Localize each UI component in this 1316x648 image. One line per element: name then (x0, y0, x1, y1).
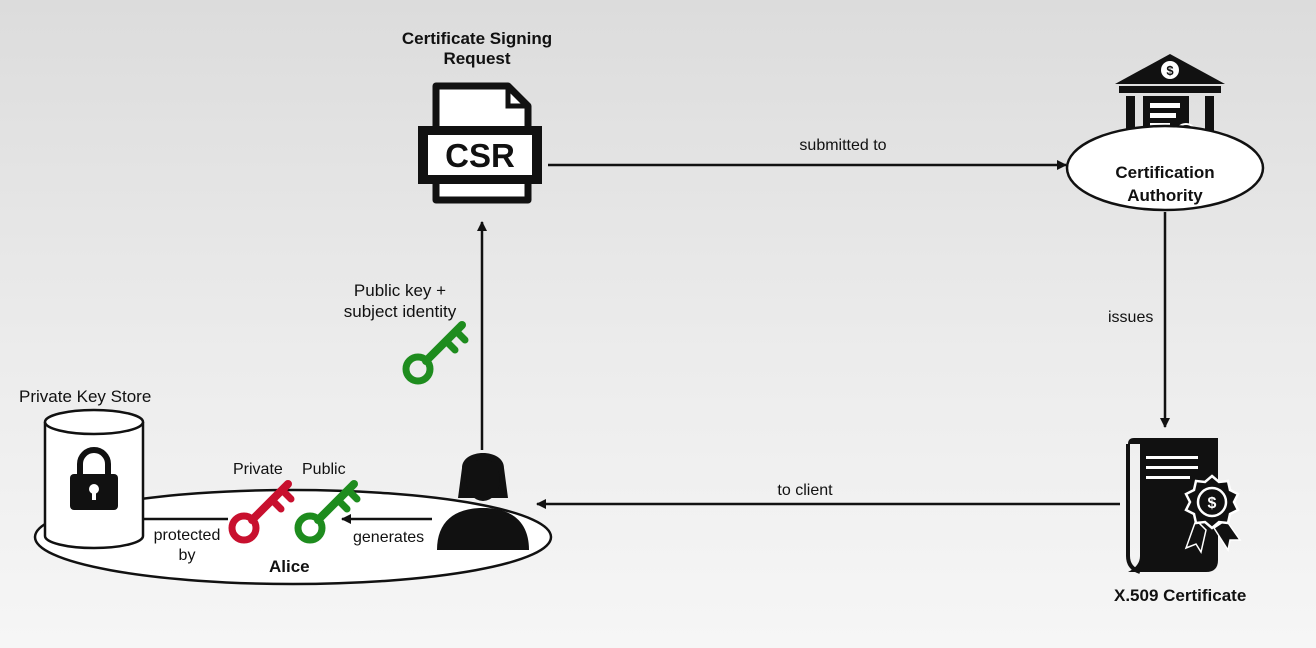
csr-document-icon: CSR (418, 82, 542, 204)
csr-icon-text: CSR (445, 137, 515, 174)
keystore-label: Private Key Store (19, 387, 152, 406)
lock-icon (70, 447, 118, 510)
edge-label-submitted-to: submitted to (799, 137, 887, 154)
edge-label-generates: generates (353, 529, 425, 546)
edge-label-protected-by: protected by (153, 527, 221, 564)
svg-text:$: $ (1166, 63, 1174, 78)
ca-label: Certification Authority (1115, 163, 1215, 205)
alice-label: Alice (269, 557, 310, 576)
public-key-floating-icon (406, 325, 465, 381)
public-key-label: Public (302, 461, 346, 478)
person-icon (437, 453, 529, 550)
csr-title: Certificate Signing Request (401, 29, 553, 68)
edge-label-to-client: to client (777, 482, 833, 499)
private-key-label: Private (233, 461, 283, 478)
edge-label-public-key: Public key + subject identity (343, 281, 457, 321)
certificate-icon: $ (1126, 438, 1242, 574)
alice-ellipse (33, 488, 553, 586)
edge-label-issues: issues (1108, 309, 1154, 326)
certificate-label: X.509 Certificate (1114, 586, 1247, 605)
svg-text:$: $ (1208, 495, 1217, 512)
ca-node (1065, 124, 1265, 212)
